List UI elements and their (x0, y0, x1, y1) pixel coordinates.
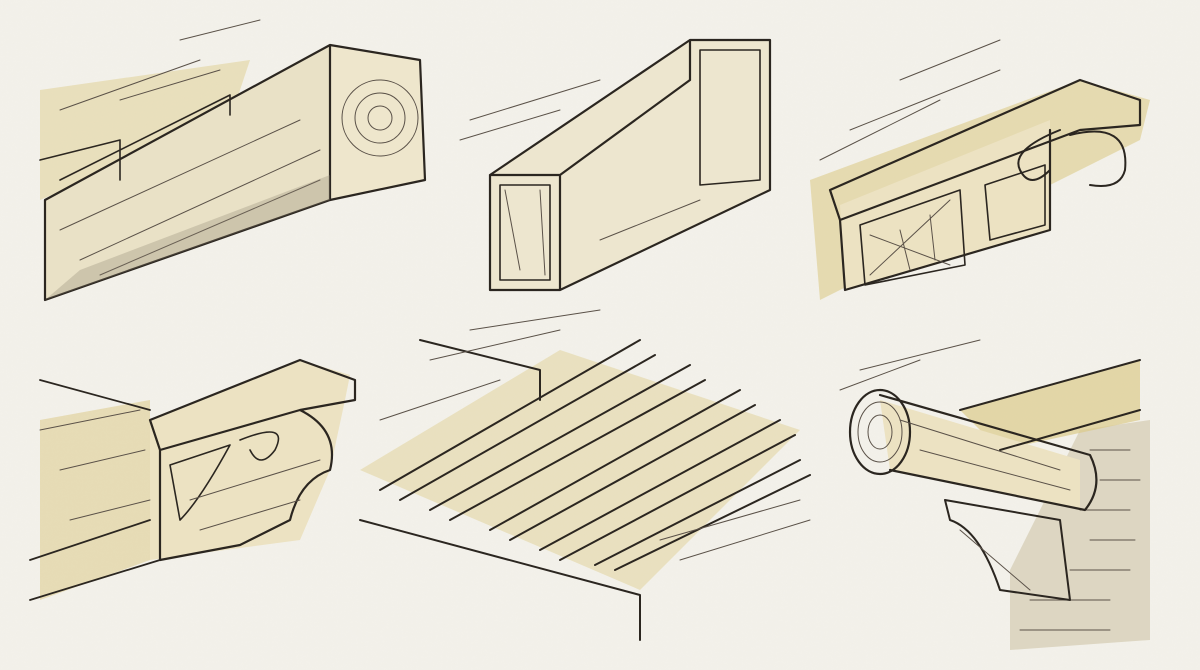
solid-timber-beam-sketch (39, 19, 427, 302)
carved-corbel-beam-sketch (810, 39, 1150, 300)
hollow-box-beam-sketch (459, 38, 772, 292)
scroll-bracket-beam-sketch (29, 358, 357, 601)
log-beam-stone-wall-sketch (839, 339, 1150, 650)
ceiling-joists-sketch (359, 309, 811, 641)
